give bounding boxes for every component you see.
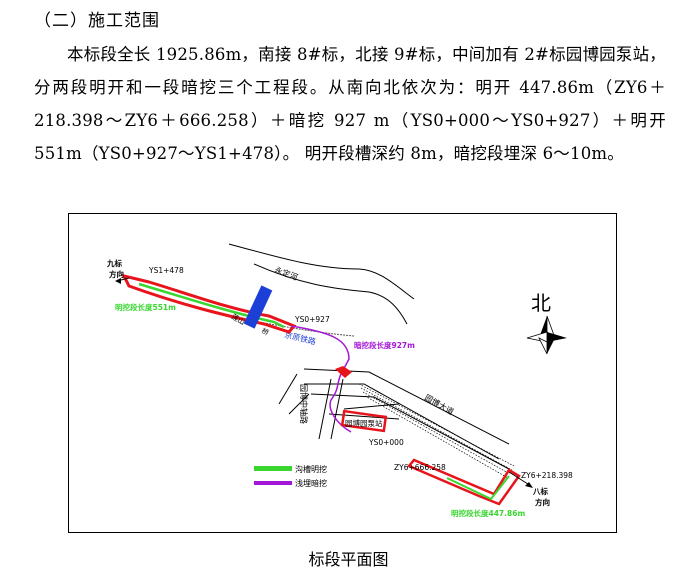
road-north-label: 园博大道 (423, 392, 456, 417)
scope-paragraph: 本标段全长 1925.86m，南接 8#标，北接 9#标，中间加有 2#标园博园… (34, 45, 666, 163)
open-cut-south-outline (406, 458, 521, 506)
bridge-right-label: 桥 (260, 326, 271, 337)
site-plan-svg: 永定河 京原铁路 园博大道 园博中轴路 莲山 (106, 243, 573, 518)
open-cut-north-outline (121, 273, 297, 334)
site-plan-figure: 永定河 京原铁路 园博大道 园博中轴路 莲山 (68, 213, 617, 533)
road-west-label: 园博中轴路 (299, 384, 309, 424)
legend-tunnel-label: 浅埋暗挖 (295, 478, 327, 488)
label-8-dir: 方向 (535, 497, 550, 507)
track-strip (358, 383, 515, 479)
length-tunnel: 暗挖段长度927m (354, 340, 415, 350)
pump-station-label: 园博园泵站 (345, 418, 383, 428)
arrow-8 (508, 471, 532, 487)
station-ys0-000: YS0+000 (368, 438, 404, 447)
figure-caption: 标段平面图 (308, 550, 389, 569)
north-arrow-icon: 北 (526, 291, 567, 355)
length-open-north: 明挖段长度551m (115, 302, 176, 312)
station-ys1-478: YS1+478 (148, 266, 184, 275)
pump-station-box (340, 409, 388, 433)
open-cut-south-core (446, 475, 510, 501)
station-zy6-666: ZY6+666.258 (394, 463, 446, 472)
station-zy6-218: ZY6+218.398 (521, 471, 573, 480)
label-9: 九标 (106, 258, 122, 268)
label-8: 八标 (532, 486, 548, 496)
river-bank-upper (228, 243, 415, 300)
label-9-dir: 方向 (109, 269, 124, 279)
legend: 沟槽明挖 浅埋暗挖 (254, 464, 327, 488)
legend-tunnel-swatch (254, 481, 292, 485)
svg-text:北: 北 (531, 291, 551, 315)
legend-open-label: 沟槽明挖 (295, 464, 327, 474)
river-label: 永定河 (273, 264, 299, 282)
tunnel-line (290, 325, 352, 433)
junction-marker (335, 366, 352, 378)
open-cut-north-core (138, 282, 285, 329)
river-bank-lower (253, 263, 408, 325)
section-heading: （二）施工范围 (34, 11, 160, 31)
length-open-south: 明挖段长度447.86m (451, 508, 525, 518)
bridge-block (243, 285, 273, 329)
legend-open-swatch (254, 466, 292, 471)
road-grid (278, 368, 510, 470)
station-ys0-927: YS0+927 (294, 315, 330, 324)
